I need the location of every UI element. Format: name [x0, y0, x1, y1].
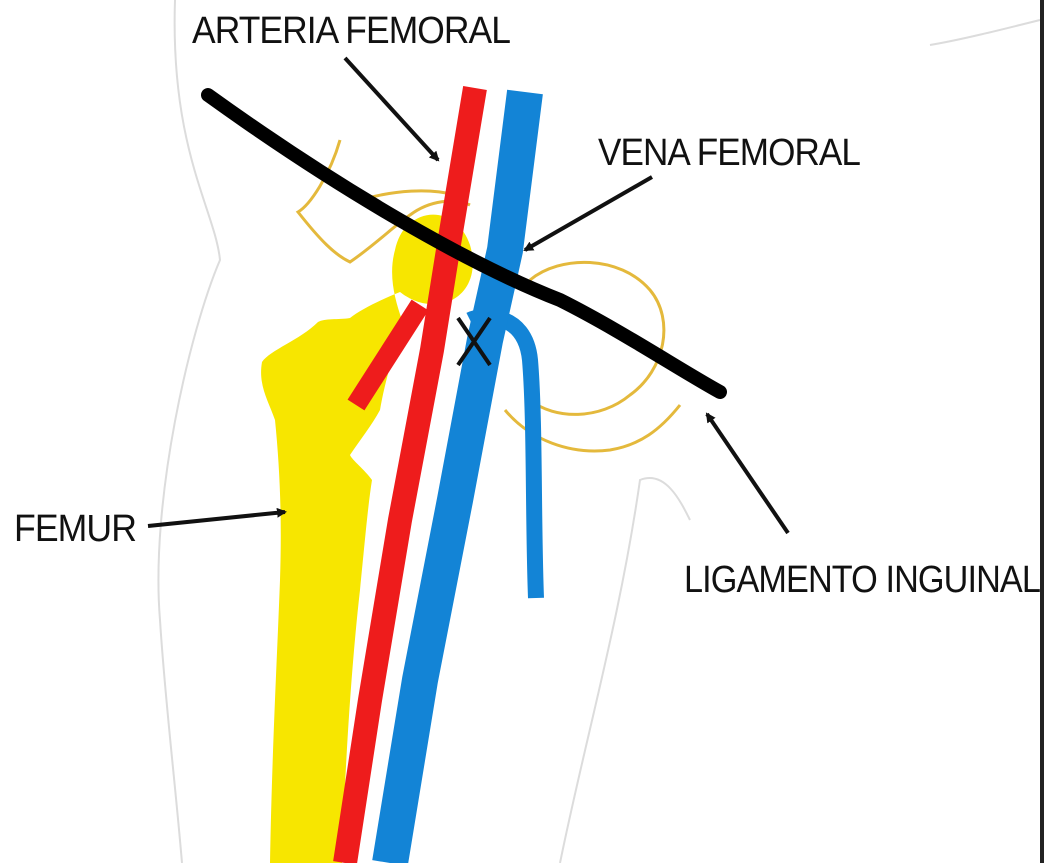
arrow-arteria-femoral — [345, 58, 438, 160]
arrow-ligamento-inguinal — [707, 414, 788, 533]
obturator-ring — [530, 262, 664, 414]
thigh-outline-left — [158, 0, 220, 863]
label-ligamento-inguinal: LIGAMENTO INGUINAL — [684, 559, 1040, 601]
arrow-femur — [148, 512, 285, 526]
hip-outline-top — [930, 20, 1040, 45]
right-edge-border — [1040, 0, 1044, 863]
label-arteria-femoral: ARTERIA FEMORAL — [192, 10, 510, 52]
label-vena-femoral: VENA FEMORAL — [598, 132, 860, 174]
arrow-vena-femoral — [525, 177, 652, 250]
label-femur: FEMUR — [14, 508, 136, 550]
thigh-outline-right — [560, 478, 690, 863]
